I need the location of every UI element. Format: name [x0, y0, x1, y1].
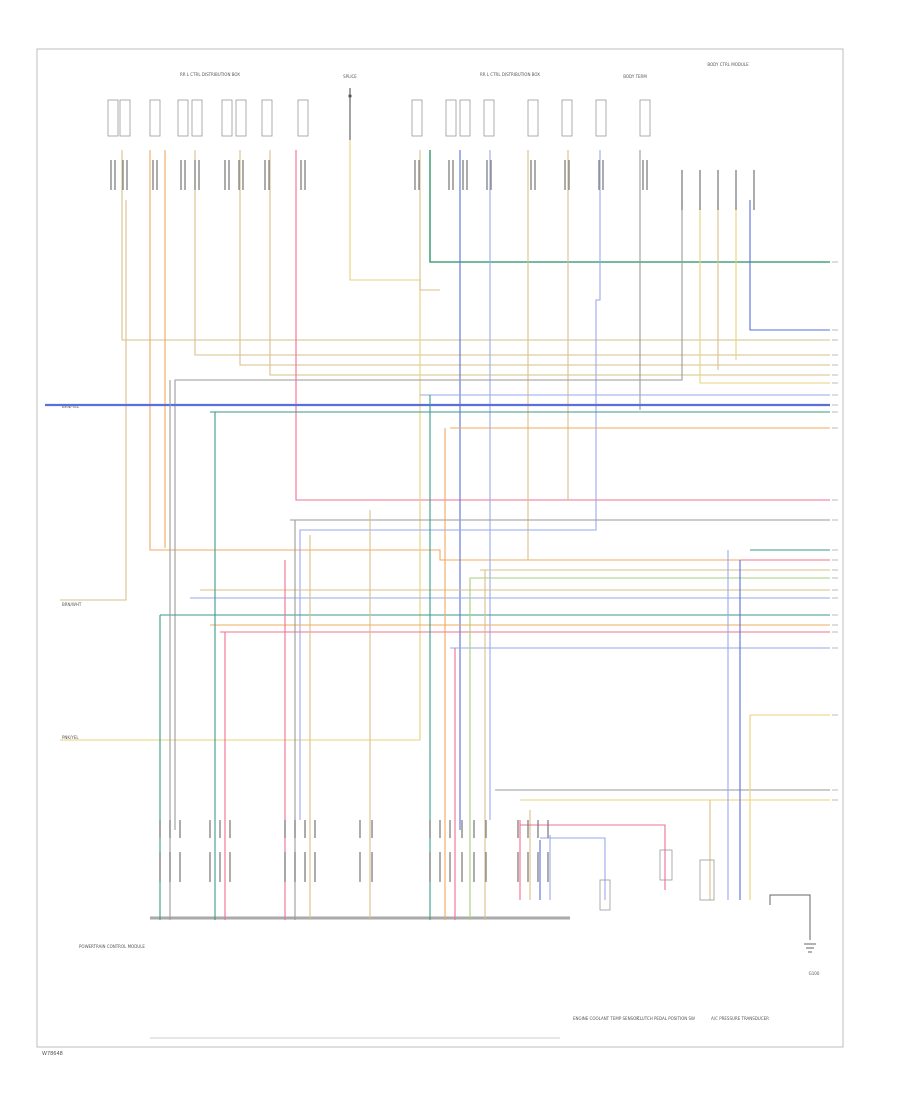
left-tag-2: BRN/WHT — [62, 602, 82, 607]
top-left-module-label: RR L CTRL DISTRIBUTION BOX — [180, 72, 240, 77]
wire-blue-right — [749, 200, 830, 331]
top-connector-14 — [561, 99, 573, 137]
top-connector-10 — [445, 99, 457, 137]
wire-tan-3 — [239, 150, 830, 366]
top-connector-16 — [639, 99, 651, 137]
wire-pink-sensor — [520, 824, 666, 890]
diagram-frame — [36, 48, 844, 1048]
wire-lightblue-2 — [299, 150, 601, 820]
top-center-module-label: RR L CTRL DISTRIBUTION BOX — [480, 72, 540, 77]
top-connector-4 — [191, 99, 203, 137]
wire-tan-2 — [194, 150, 830, 356]
top-connector-11 — [459, 99, 471, 137]
top-connector-5 — [221, 99, 233, 137]
top-connector-15 — [595, 99, 607, 137]
wire-tan-left — [60, 200, 127, 601]
top-connector-1 — [119, 99, 131, 137]
footer-code: W78648 — [42, 1051, 63, 1057]
left-tag-3: PNK/YEL — [62, 735, 79, 740]
bottom-center2-module-label: CLUTCH PEDAL POSITION SW — [637, 1016, 695, 1021]
wire-green-top — [429, 150, 830, 263]
top-right-module-label: BODY CTRL MODULE — [707, 62, 749, 67]
top-connector-6 — [235, 99, 247, 137]
wire-tan-4 — [269, 150, 830, 376]
top-connector-7 — [261, 99, 273, 137]
wire-tan-1 — [121, 150, 830, 341]
top-connector-8 — [297, 99, 309, 137]
wires-group — [45, 88, 838, 1039]
splice-dot — [348, 94, 352, 98]
wire-gray-2 — [174, 200, 683, 830]
top-splice-label: SPLICE — [343, 74, 357, 79]
components-group — [107, 94, 755, 911]
bottom-left-module-label: POWERTRAIN CONTROL MODULE — [79, 944, 145, 949]
top-connector-9 — [411, 99, 423, 137]
wire-lightblue-sensor — [540, 837, 606, 900]
coolant-sensor-box — [599, 879, 611, 911]
bottom-right-module-label: A/C PRESSURE TRANSDUCER — [711, 1016, 769, 1021]
wire-orange-1 — [149, 150, 830, 561]
top-connector-13 — [527, 99, 539, 137]
wire-pink-1 — [295, 150, 830, 501]
ground-symbol — [804, 943, 816, 953]
wire-yellow-2 — [699, 200, 830, 384]
ground-label: G100 — [809, 971, 820, 976]
clutch-switch-box — [659, 849, 673, 881]
top-right-small-label: BODY TERM — [623, 74, 647, 79]
top-connector-12 — [483, 99, 495, 137]
ground-wire — [769, 894, 811, 940]
ac-transducer-box — [699, 859, 715, 901]
wire-tan-5 — [419, 150, 440, 291]
top-connector-3 — [177, 99, 189, 137]
top-connector-2 — [149, 99, 161, 137]
top-connector-0 — [107, 99, 119, 137]
bottom-center-module-label: ENGINE COOLANT TEMP SENSOR — [573, 1016, 639, 1021]
left-tag-1: BRN/YEL — [62, 404, 80, 409]
